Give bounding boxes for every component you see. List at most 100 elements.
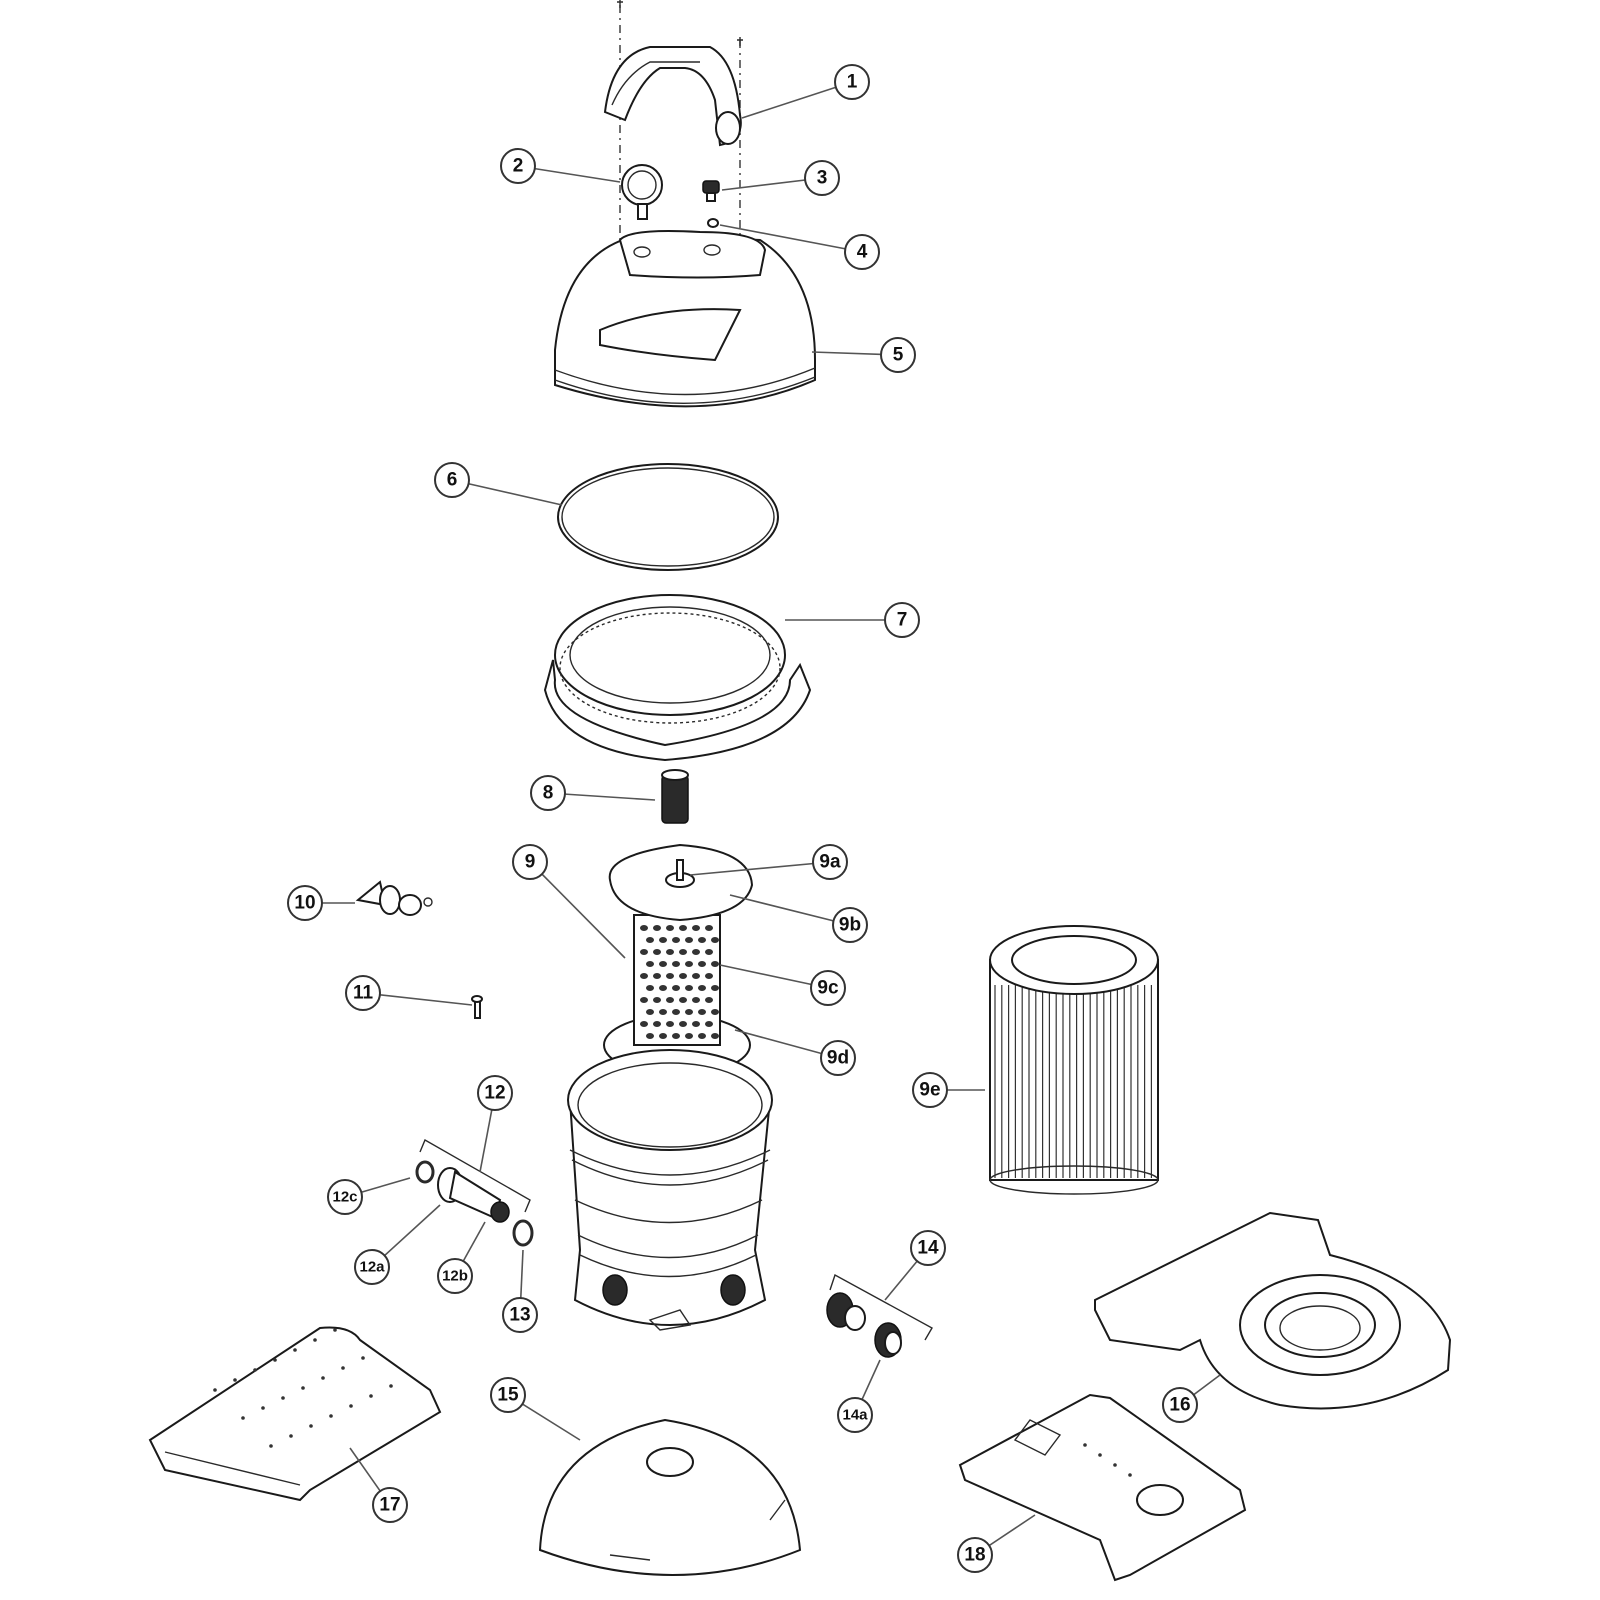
bracket-14 (829, 1273, 933, 1341)
core-hole (679, 925, 687, 931)
mount-hole (1128, 1473, 1132, 1477)
callout-bubble (512, 844, 548, 880)
callout-label: 9c (817, 978, 839, 999)
callout-9a: 9a (812, 844, 848, 880)
callout-label: 9b (839, 915, 861, 936)
core-hole (666, 973, 674, 979)
core-hole (659, 937, 667, 943)
core-hole (685, 937, 693, 943)
callout-bubble (812, 844, 848, 880)
mount-hole (333, 1328, 337, 1332)
core-hole (711, 937, 719, 943)
callout-bubble (837, 1397, 873, 1433)
right-cover-holes (1083, 1443, 1132, 1477)
callout-label: 12c (332, 1189, 357, 1206)
callout-bubble (832, 907, 868, 943)
callout-bubble (434, 462, 470, 498)
core-hole (685, 985, 693, 991)
callout-18: 18 (957, 1537, 993, 1573)
core-hole (692, 973, 700, 979)
core-hole (653, 997, 661, 1003)
part-screw (471, 995, 483, 1019)
leader-line-9a (689, 861, 831, 876)
core-hole (672, 985, 680, 991)
screw-top-left-icon (617, 0, 623, 8)
callout-bubble (880, 337, 916, 373)
callout-9e: 9e (912, 1072, 948, 1108)
callout-13: 13 (502, 1297, 538, 1333)
callout-bubble (530, 775, 566, 811)
callout-label: 8 (543, 783, 554, 804)
callout-9: 9 (512, 844, 548, 880)
leader-line-9 (529, 861, 626, 959)
mount-hole (253, 1368, 257, 1372)
screw-top-right-icon (737, 37, 743, 46)
core-hole (646, 937, 654, 943)
callout-bubble (372, 1487, 408, 1523)
mount-hole (341, 1366, 345, 1370)
callout-17: 17 (372, 1487, 408, 1523)
callout-label: 15 (497, 1385, 519, 1406)
callout-label: 14 (917, 1238, 939, 1259)
callout-bubble (502, 1297, 538, 1333)
leader-line-4 (719, 224, 863, 253)
callout-label: 9a (819, 852, 841, 873)
part-pressure-gauge (621, 164, 663, 220)
core-hole (705, 997, 713, 1003)
callout-label: 2 (513, 156, 524, 177)
callout-12b: 12b (437, 1258, 473, 1294)
callout-9c: 9c (810, 970, 846, 1006)
callout-bubble (910, 1230, 946, 1266)
core-hole (640, 973, 648, 979)
mount-hole (329, 1414, 333, 1418)
mount-hole (349, 1404, 353, 1408)
core-hole (672, 1033, 680, 1039)
callout-bubble (884, 602, 920, 638)
mount-hole (321, 1376, 325, 1380)
callout-11: 11 (345, 975, 381, 1011)
callout-label: 5 (893, 345, 904, 366)
core-hole (698, 1033, 706, 1039)
mount-hole (389, 1384, 393, 1388)
callout-8: 8 (530, 775, 566, 811)
callout-16: 16 (1162, 1387, 1198, 1423)
leader-line-6 (451, 479, 563, 506)
part-air-relief-valve (702, 180, 720, 202)
core-hole (640, 1021, 648, 1027)
core-hole (692, 925, 700, 931)
callout-label: 9e (919, 1080, 940, 1101)
callout-15: 15 (490, 1377, 526, 1413)
callout-3: 3 (804, 160, 840, 196)
core-hole (659, 1033, 667, 1039)
core-hole (705, 973, 713, 979)
core-hole (659, 1009, 667, 1015)
core-hole (646, 961, 654, 967)
leader-line-9c (719, 964, 829, 989)
part-base-cover (538, 1418, 802, 1576)
callout-bubble (345, 975, 381, 1011)
core-hole (679, 973, 687, 979)
core-hole (685, 961, 693, 967)
mount-hole (309, 1424, 313, 1428)
mount-hole (289, 1434, 293, 1438)
mount-hole (261, 1406, 265, 1410)
part-union-o-ring (415, 1160, 435, 1184)
leader-line-11 (362, 992, 473, 1006)
core-hole (685, 1033, 693, 1039)
core-hole (646, 1033, 654, 1039)
callout-9d: 9d (820, 1040, 856, 1076)
core-hole (659, 961, 667, 967)
callout-bubble (437, 1258, 473, 1294)
callout-label: 16 (1169, 1395, 1190, 1416)
core-hole (698, 937, 706, 943)
mount-hole (281, 1396, 285, 1400)
part-locking-ring (543, 594, 812, 762)
part-adapter-assembly (826, 1273, 933, 1358)
callout-bubble (354, 1249, 390, 1285)
part-filter-lid (554, 230, 816, 408)
part-union-assembly (415, 1138, 534, 1247)
mount-hole (233, 1378, 237, 1382)
part-manifold-assembly (603, 843, 754, 1076)
